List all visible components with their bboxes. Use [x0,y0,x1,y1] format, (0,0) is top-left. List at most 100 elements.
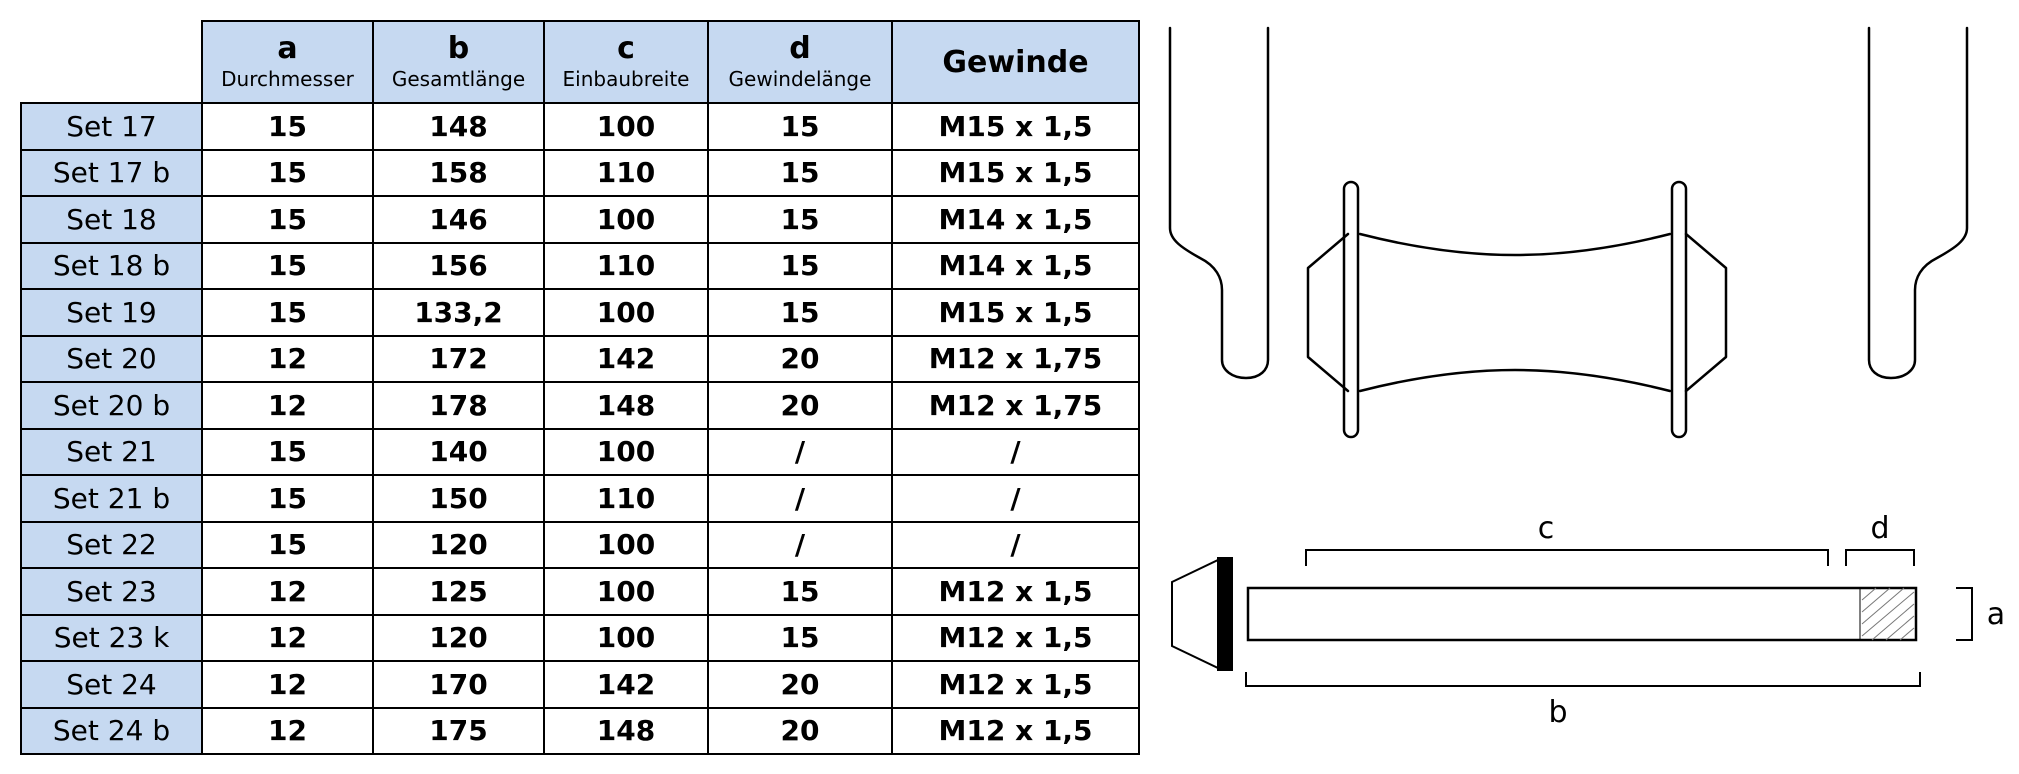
cell-b: 175 [372,706,545,755]
cell-d: 20 [707,660,893,709]
technical-drawing: c d b a [1168,26,2005,730]
cell-thread: M12 x 1,75 [891,334,1140,383]
cell-a: 15 [201,288,374,337]
cell-d: / [707,520,893,569]
cell-a: 12 [201,613,374,662]
cell-c: 100 [543,427,709,476]
col-header-thread: Gewinde [891,20,1140,104]
col-name-a: Durchmesser [221,67,354,91]
cell-thread: M12 x 1,5 [891,660,1140,709]
cell-c: 100 [543,102,709,151]
dimension-d-bracket [1845,549,1915,566]
cell-d: 20 [707,334,893,383]
cell-thread: M12 x 1,75 [891,381,1140,430]
cell-thread: / [891,520,1140,569]
cell-d: 15 [707,613,893,662]
cell-c: 100 [543,613,709,662]
col-letter-d: d [789,31,811,66]
row-set-name: Set 18 [20,195,203,244]
cell-d: 15 [707,288,893,337]
hub-flange-right [1670,180,1688,439]
hub-body-right [1684,232,1728,393]
cell-d: 15 [707,102,893,151]
cell-a: 15 [201,102,374,151]
col-name-b: Gesamtlänge [391,67,526,91]
row-set-name: Set 24 b [20,706,203,755]
cell-a: 12 [201,334,374,383]
cell-b: 120 [372,520,545,569]
cell-b: 133,2 [372,288,545,337]
axle-rod [1246,586,1918,642]
dimension-b-bracket [1245,672,1921,687]
cell-b: 172 [372,334,545,383]
dimension-a-bracket [1956,587,1973,641]
cone-ring [1217,557,1233,671]
col-header-c: c Einbaubreite [543,20,709,104]
col-name-d: Gewindelänge [728,67,872,91]
col-letter-a: a [277,31,298,66]
cell-thread: M15 x 1,5 [891,102,1140,151]
col-header-a: a Durchmesser [201,20,374,104]
cell-a: 15 [201,520,374,569]
cell-b: 158 [372,148,545,197]
cell-thread: M14 x 1,5 [891,195,1140,244]
cell-thread: M12 x 1,5 [891,567,1140,616]
row-set-name: Set 21 [20,427,203,476]
cell-c: 100 [543,567,709,616]
cell-thread: / [891,474,1140,523]
cell-d: 20 [707,381,893,430]
cell-c: 142 [543,334,709,383]
dimension-a-label: a [1987,597,2005,632]
cell-a: 15 [201,148,374,197]
row-set-name: Set 23 k [20,613,203,662]
hub-flange-left [1342,180,1360,439]
cell-c: 142 [543,660,709,709]
cell-b: 148 [372,102,545,151]
cell-d: 15 [707,148,893,197]
cell-a: 15 [201,241,374,290]
cell-b: 120 [372,613,545,662]
row-set-name: Set 23 [20,567,203,616]
cell-c: 148 [543,706,709,755]
cell-a: 12 [201,381,374,430]
cell-b: 156 [372,241,545,290]
row-set-name: Set 20 [20,334,203,383]
cell-c: 110 [543,474,709,523]
row-set-name: Set 17 [20,102,203,151]
col-header-d: d Gewindelänge [707,20,893,104]
col-letter-b: b [447,31,470,66]
left-fork-leg [1168,26,1270,380]
cell-d: 20 [707,706,893,755]
row-set-name: Set 19 [20,288,203,337]
cell-a: 15 [201,474,374,523]
table-header-row: a Durchmesser b Gesamtlänge c Einbaubrei… [21,20,1140,104]
col-header-b: b Gesamtlänge [372,20,545,104]
hub-shell-top [1358,232,1672,257]
cell-thread: M14 x 1,5 [891,241,1140,290]
cell-b: 125 [372,567,545,616]
cell-a: 15 [201,195,374,244]
cell-b: 146 [372,195,545,244]
row-set-name: Set 17 b [20,148,203,197]
cell-a: 15 [201,427,374,476]
dimension-d-label: d [1870,511,1889,546]
row-set-name: Set 21 b [20,474,203,523]
col-name-c: Einbaubreite [562,67,690,91]
spec-table: a Durchmesser b Gesamtlänge c Einbaubrei… [20,20,1140,755]
cell-d: / [707,474,893,523]
cell-c: 100 [543,520,709,569]
